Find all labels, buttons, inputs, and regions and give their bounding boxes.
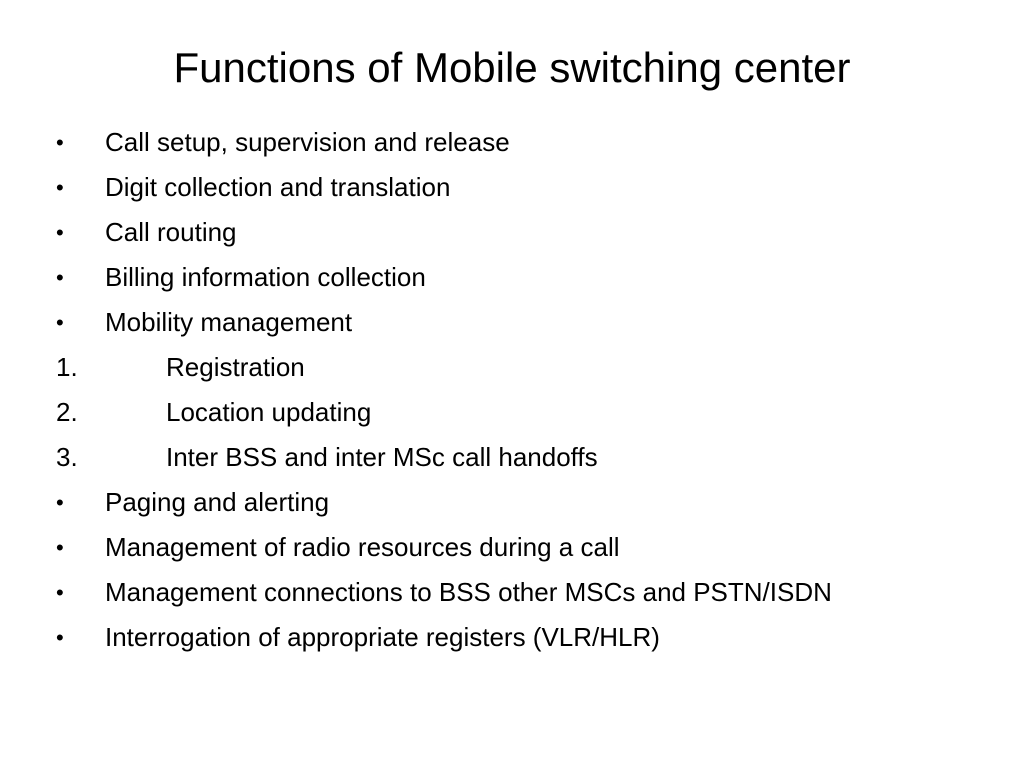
list-item-text: Call setup, supervision and release [105, 127, 510, 157]
bullet-marker: • [56, 490, 64, 515]
list-item: • Paging and alerting [0, 480, 1024, 525]
list-item: • Management of radio resources during a… [0, 525, 1024, 570]
number-marker: 2. [56, 397, 78, 427]
list-item-text: Location updating [166, 397, 372, 427]
list-item-text: Registration [166, 352, 305, 382]
bullet-marker: • [56, 535, 64, 560]
number-marker: 1. [56, 352, 78, 382]
list-item-text: Management connections to BSS other MSCs… [105, 577, 832, 607]
bullet-marker: • [56, 130, 64, 155]
list-item: • Digit collection and translation [0, 165, 1024, 210]
number-marker: 3. [56, 442, 78, 472]
slide-title: Functions of Mobile switching center [173, 44, 851, 91]
list-item-text: Inter BSS and inter MSc call handoffs [166, 442, 598, 472]
list-item: • Interrogation of appropriate registers… [0, 615, 1024, 660]
numbered-list-item: 2. Location updating [0, 390, 1024, 435]
numbered-list-item: 1. Registration [0, 345, 1024, 390]
list-item-text: Management of radio resources during a c… [105, 532, 620, 562]
list-item-text: Billing information collection [105, 262, 426, 292]
bullet-marker: • [56, 265, 64, 290]
list-item-text: Paging and alerting [105, 487, 330, 517]
bullet-marker: • [56, 175, 64, 200]
list-item: • Call setup, supervision and release [0, 120, 1024, 165]
list-item-text: Interrogation of appropriate registers (… [105, 622, 660, 652]
list-item-text: Call routing [105, 217, 237, 247]
bullet-marker: • [56, 625, 64, 650]
bullet-marker: • [56, 220, 64, 245]
list-item: • Billing information collection [0, 255, 1024, 300]
numbered-list-item: 3. Inter BSS and inter MSc call handoffs [0, 435, 1024, 480]
list-item-text: Digit collection and translation [105, 172, 451, 202]
list-item-text: Mobility management [105, 307, 353, 337]
list-item: • Call routing [0, 210, 1024, 255]
list-item: • Management connections to BSS other MS… [0, 570, 1024, 615]
bullet-marker: • [56, 580, 64, 605]
list-item: • Mobility management [0, 300, 1024, 345]
bullet-list: • Call setup, supervision and release • … [0, 120, 1024, 660]
bullet-marker: • [56, 310, 64, 335]
